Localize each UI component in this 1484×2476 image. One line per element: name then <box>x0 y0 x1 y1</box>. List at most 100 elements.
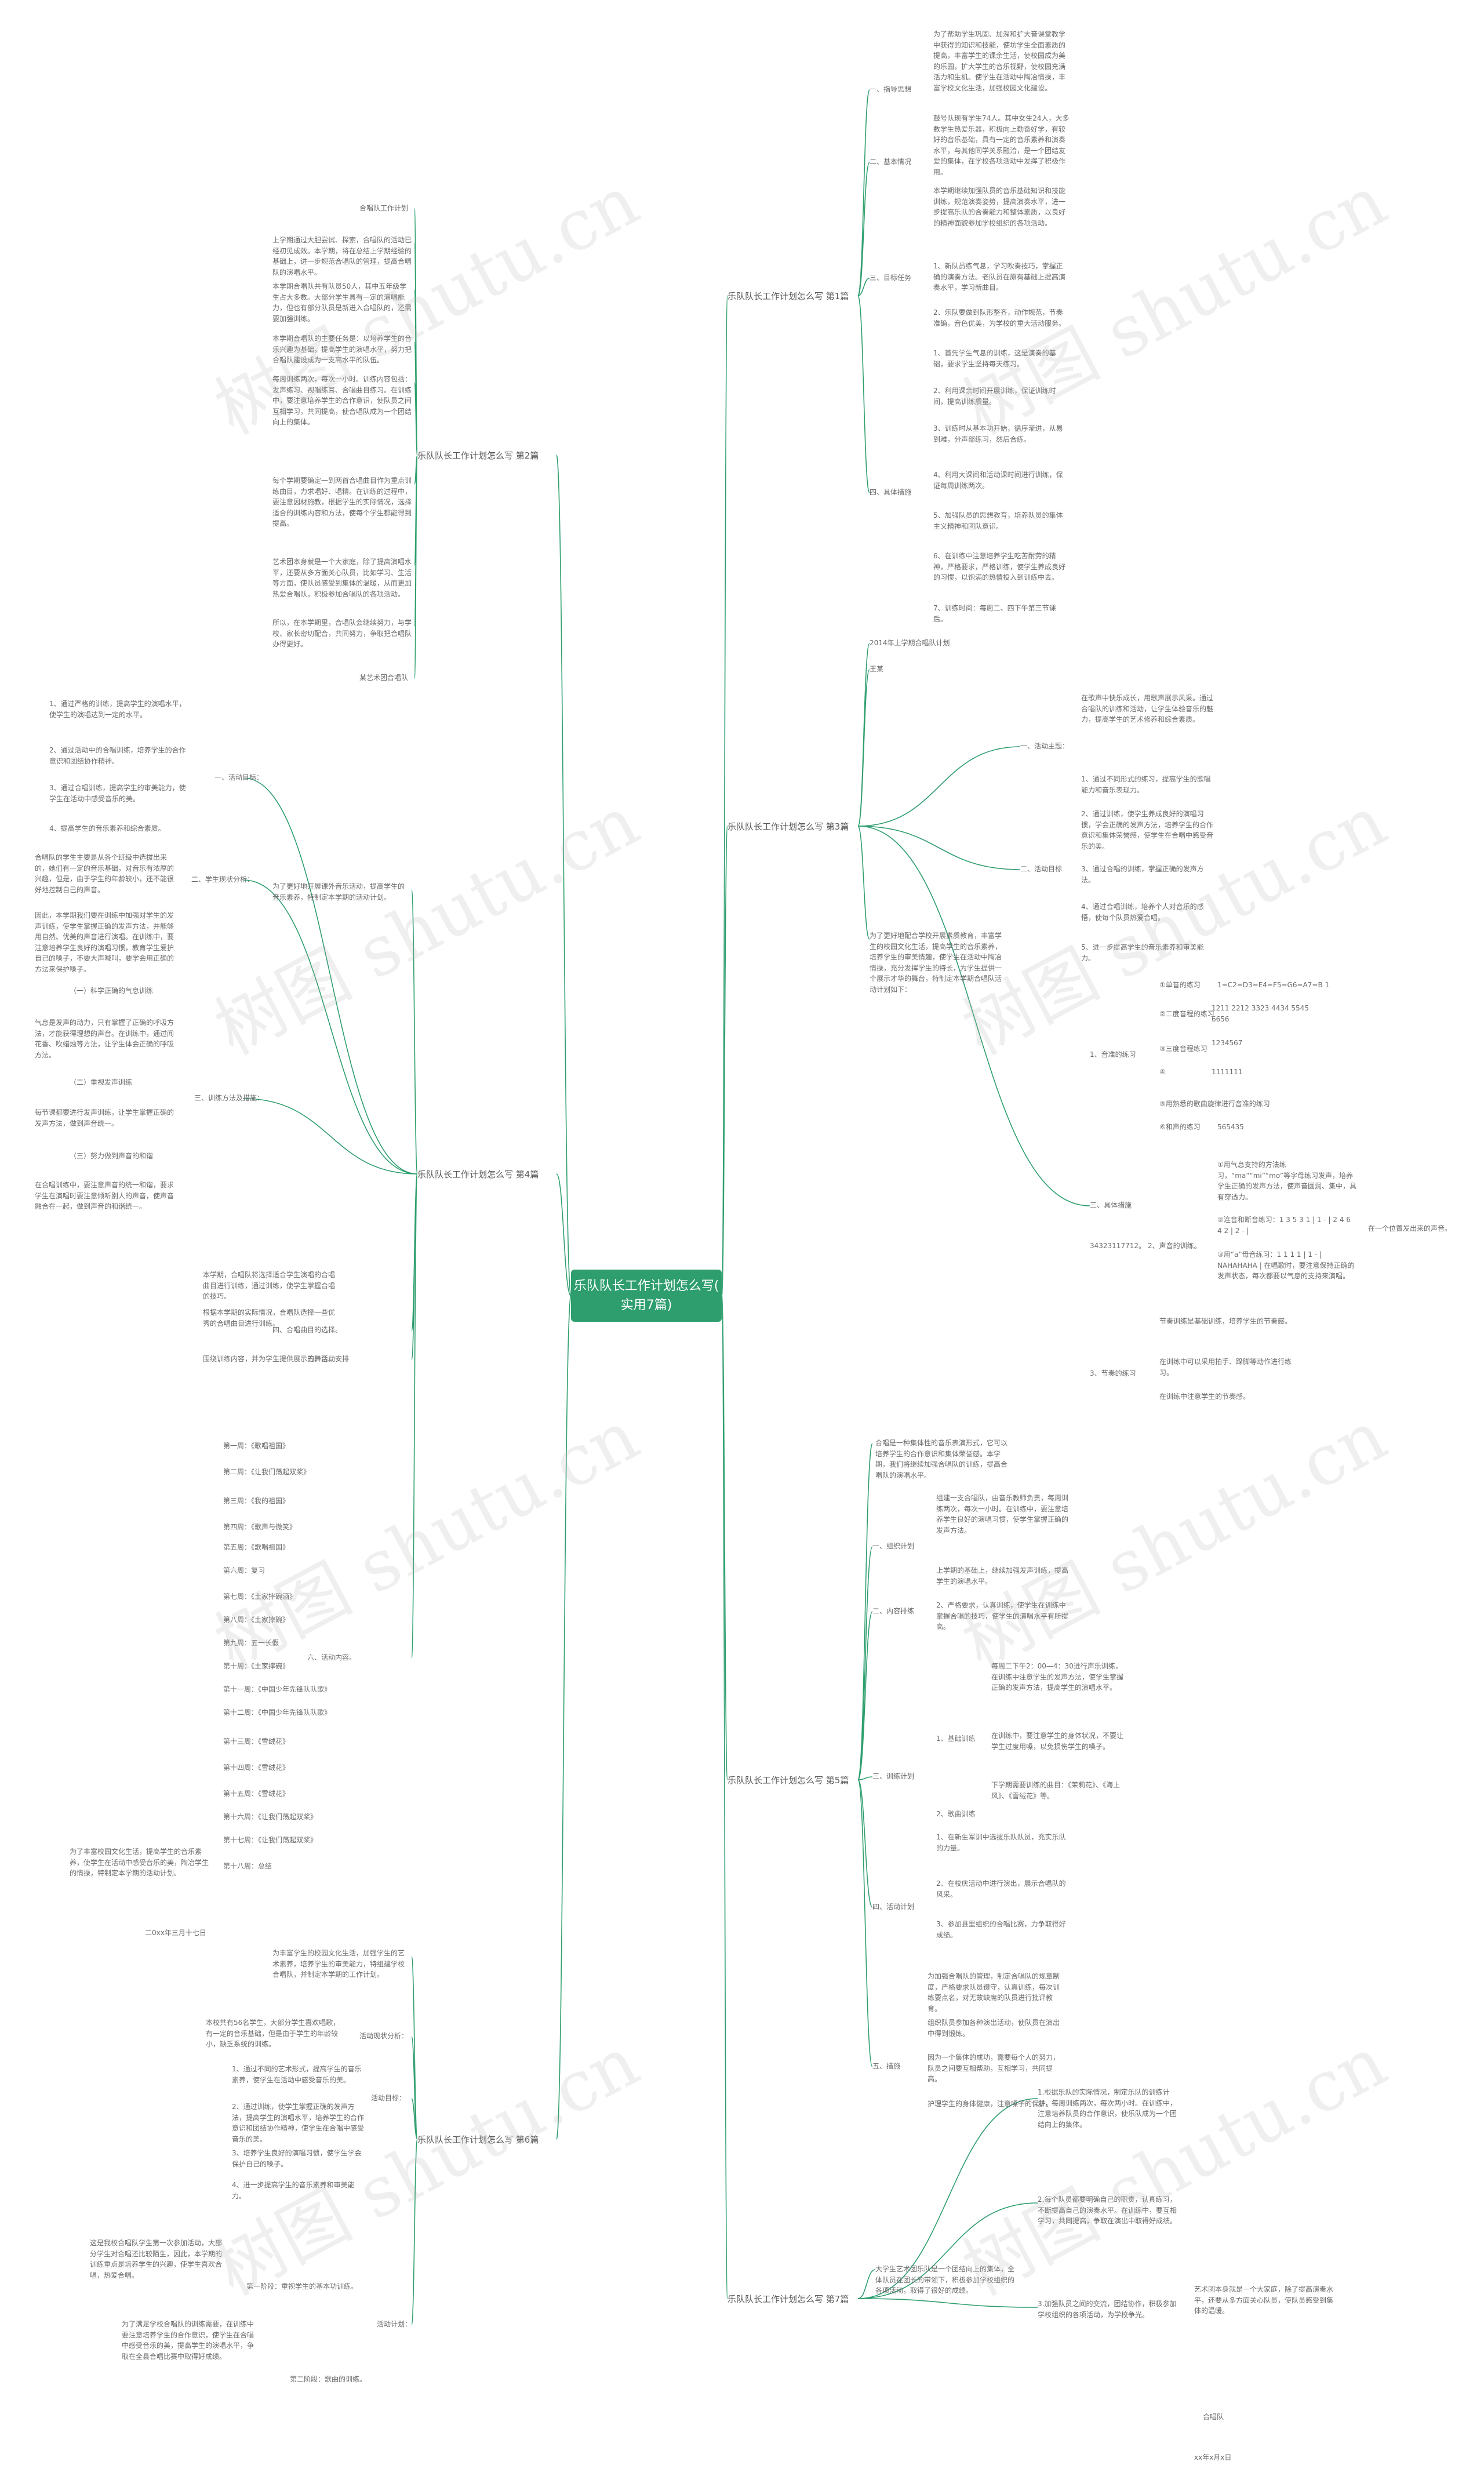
node-b1-sec4_b[interactable]: 2、利用课余时间开展训练，保证训练时间，提高训练质量。 <box>933 387 1056 406</box>
branch-topic-branches-6[interactable]: 乐队队长工作计划怎么写 第7篇 <box>728 2294 849 2304</box>
node-b5-sec4[interactable]: 四、活动计划 <box>872 1903 915 1911</box>
node-b2-t1[interactable]: 上学期通过大胆尝试、探索，合唱队的活动已经初见成效。本学期，将在总结上学期经验的… <box>272 236 412 277</box>
branch-topic-branches-2[interactable]: 乐队队长工作计划怎么写 第3篇 <box>728 821 849 832</box>
node-b7-date[interactable]: xx年x月x日 <box>1194 2453 1232 2462</box>
node-b1-sec2[interactable]: 二、基本情况 <box>870 158 912 166</box>
node-b4-w-17[interactable]: 第十八周：总结 <box>223 1862 272 1870</box>
node-b1-sec3_c[interactable]: 2、乐队要做到队形整齐，动作规范，节奏准确，音色优美，为学校的重大活动服务。 <box>933 308 1066 328</box>
node-b1-sec3_b[interactable]: 1、新队员练气息，学习吹奏技巧，掌握正确的演奏方法。老队员在原有基础上提高演奏水… <box>933 262 1066 292</box>
node-b4-s3_b_t[interactable]: 每节课都要进行发声训练，让学生掌握正确的发声方法，做到声音统一。 <box>35 1108 174 1128</box>
root-topic[interactable]: 乐队队长工作计划怎么写( 实用7篇) <box>571 1270 722 1322</box>
node-b4-w-4[interactable]: 第五周：《歌唱祖国》 <box>223 1543 290 1551</box>
node-b2-t5[interactable]: 每个学期要确定一到两首合唱曲目作为重点训练曲目，力求唱好、唱精。在训练的过程中，… <box>272 477 412 528</box>
node-b4-s1_b[interactable]: 2、通过活动中的合唱训练，培养学生的合作意识和团结协作精神。 <box>49 746 186 765</box>
node-b3-s3_1a[interactable]: ①单音的练习 <box>1159 981 1201 989</box>
node-b4-w-10[interactable]: 第十一周：《中国少年先锋队队歌》 <box>223 1685 332 1693</box>
node-b2-t8[interactable]: 某艺术团合唱队 <box>359 674 409 682</box>
node-b6-sec2[interactable]: 活动目标： <box>371 2094 406 2102</box>
node-b1-sec2_t[interactable]: 鼓号队现有学生74人。其中女生24人，大多数学生热爱乐器，积极向上勤奋好学，有较… <box>933 114 1070 176</box>
node-b1-sec3[interactable]: 三、目标任务 <box>870 274 912 282</box>
node-b6-s2_a[interactable]: 1、通过不同的艺术形式，提高学生的音乐素养，使学生在活动中感受音乐的美。 <box>232 2065 362 2084</box>
node-b4-w-13[interactable]: 第十四周：《雪绒花》 <box>223 1764 290 1772</box>
node-b3-sec3[interactable]: 三、具体措施 <box>1090 1201 1132 1209</box>
node-b4-sec3[interactable]: 三、训练方法及措施： <box>194 1094 264 1102</box>
node-b4-s3_a_t[interactable]: 气息是发声的动力，只有掌握了正确的呼吸方法，才能获得理想的声音。在训练中，通过闻… <box>35 1019 174 1059</box>
branch-topic-branches-1[interactable]: 乐队队长工作计划怎么写 第2篇 <box>417 450 539 461</box>
node-b4-s1_c[interactable]: 3、通过合唱训练，提高学生的审美能力，使学生在活动中感受音乐的美。 <box>49 784 186 803</box>
node-b2-t2[interactable]: 本学期合唱队共有队员50人，其中五年级学生占大多数。大部分学生具有一定的演唱能力… <box>272 282 412 323</box>
node-b5-s5_d[interactable]: 护理学生的身体健康，注意嗓子的保护。 <box>928 2100 1053 2108</box>
node-b4-s5_t[interactable]: 围绕训练内容，并为学生提供展示的舞台。 <box>203 1355 336 1363</box>
node-b3-sec2_a[interactable]: 1、通过不同形式的练习，提高学生的歌唱能力和音乐表现力。 <box>1081 775 1211 794</box>
node-b3-s3_2b_x[interactable]: 在一个位置发出来的声音。 <box>1368 1224 1452 1232</box>
node-b1-sec4_g[interactable]: 7、训练时间：每周二、四下午第三节课后。 <box>933 604 1056 623</box>
node-b5-s2_a[interactable]: 上学期的基础上，继续加强发声训练，提高学生的演唱水平。 <box>936 1566 1069 1586</box>
node-b7-sign[interactable]: 合唱队 <box>1203 2413 1224 2421</box>
node-b4-w-12[interactable]: 第十三周：《雪绒花》 <box>223 1737 290 1746</box>
node-b4-w-14[interactable]: 第十五周：《雪绒花》 <box>223 1790 290 1798</box>
node-b4-s3_b[interactable]: （二）重视发声训练 <box>70 1078 133 1086</box>
node-b2-t7[interactable]: 所以，在本学期里，合唱队会继续努力，与学校、家长密切配合，共同努力，争取把合唱队… <box>272 619 412 649</box>
node-b6-sec1[interactable]: 活动现状分析： <box>359 2032 409 2040</box>
node-b7-t3[interactable]: 3.加强队员之间的交流，团结协作，积极参加学校组织的各项活动，为学校争光。 <box>1038 2300 1177 2319</box>
node-b3-sec1[interactable]: 一、活动主题： <box>1020 742 1070 750</box>
node-b5-s4_a[interactable]: 1、在新生军训中选拔乐队队员，充实乐队的力量。 <box>936 1833 1066 1852</box>
node-b1-sec4_d[interactable]: 4、利用大课间和活动课时间进行训练，保证每周训练两次。 <box>933 471 1063 490</box>
node-b5-s3_1_t[interactable]: 每周二下午2：00—4：30进行声乐训练，在训练中注意学生的发声方法，使学生掌握… <box>991 1662 1124 1692</box>
node-b3-s3_1b_v[interactable]: 1211 2212 3323 4434 5545 6656 <box>1212 1004 1309 1023</box>
node-b3-s3_3b[interactable]: 在训练中可以采用拍手、跺脚等动作进行练习。 <box>1159 1358 1292 1377</box>
node-b5-s3_2_t[interactable]: 下学期需要训练的曲目：《茉莉花》、《海上风》、《雪绒花》等。 <box>991 1781 1121 1800</box>
node-b1-sec1[interactable]: 一、指导思想 <box>870 85 912 93</box>
node-b4-s3_c[interactable]: （三）努力做到声音的和谐 <box>70 1152 154 1160</box>
node-b5-intro[interactable]: 合唱是一种集体性的音乐表演形式，它可以培养学生的合作意识和集体荣誉感。本学期，我… <box>875 1439 1008 1479</box>
node-b3-s3_1e[interactable]: ⑤用熟悉的歌曲旋律进行音准的练习 <box>1159 1100 1270 1108</box>
node-b3-s3_3c[interactable]: 在训练中注意学生的节奏感。 <box>1159 1392 1250 1401</box>
node-b5-s3_1[interactable]: 1、基础训练 <box>936 1735 976 1743</box>
node-b5-s4_c[interactable]: 3、参加县里组织的合唱比赛，力争取得好成绩。 <box>936 1920 1066 1939</box>
node-b4-w-7[interactable]: 第八周：《土家摔碗》 <box>223 1616 290 1624</box>
node-b3-s3_1[interactable]: 1、音准的练习 <box>1090 1050 1136 1059</box>
node-b3-s3_1a_v[interactable]: 1=C2=D3=E4=F5=G6=A7=B 1 <box>1217 981 1330 989</box>
node-b4-s1_d[interactable]: 4、提高学生的音乐素养和综合素质。 <box>49 824 165 832</box>
node-b7-intro[interactable]: 大学生艺术团乐队是一个团结向上的集体，全体队员在团长的带领下，积极参加学校组织的… <box>875 2265 1015 2295</box>
node-b5-sec2[interactable]: 二、内容排练 <box>872 1607 915 1615</box>
node-b6-s3_b_l[interactable]: 第二阶段：歌曲的训练。 <box>290 2375 367 2383</box>
node-b4-s4_t[interactable]: 本学期，合唱队将选择适合学生演唱的合唱曲目进行训练，通过训练，使学生掌握合唱的技… <box>203 1271 336 1301</box>
branch-topic-branches-4[interactable]: 乐队队长工作计划怎么写 第5篇 <box>728 1775 849 1786</box>
node-b4-s2_b[interactable]: 因此，本学期我们要在训练中加强对学生的发声训练，使学生掌握正确的发声方法，并能够… <box>35 911 174 973</box>
node-b6-s2_d[interactable]: 4、进一步提高学生的音乐素养和审美能力。 <box>232 2181 355 2200</box>
node-b4-s6_t[interactable]: 为了丰富校园文化生活，提高学生的音乐素养，使学生在活动中感受音乐的美，陶冶学生的… <box>70 1848 209 1878</box>
node-b6-sec3[interactable]: 活动计划： <box>377 2320 412 2328</box>
node-b3-s3_3[interactable]: 3、节奏的练习 <box>1090 1369 1136 1377</box>
node-b4-s1_a[interactable]: 1、通过严格的训练，提高学生的演唱水平，使学生的演唱达到一定的水平。 <box>49 700 186 719</box>
node-b7-t2[interactable]: 2.每个队员都要明确自己的职责，认真练习，不断提高自己的演奏水平。在训练中，要互… <box>1038 2195 1177 2226</box>
node-b3-s3_2[interactable]: 2、声音的训练。 <box>1148 1242 1201 1250</box>
node-b5-sec1[interactable]: 一、组织计划 <box>872 1542 915 1550</box>
node-b4-sec6[interactable]: 六、活动内容。 <box>307 1653 357 1661</box>
node-b4-s3_c_t[interactable]: 在合唱训练中，要注意声音的统一和谐，要求学生在演唱时要注意倾听别人的声音，使声音… <box>35 1181 174 1211</box>
node-b3-t1[interactable]: 王某 <box>870 665 884 673</box>
node-b6-s2_c[interactable]: 3、培养学生良好的演唱习惯，使学生学会保护自己的嗓子。 <box>232 2149 362 2168</box>
branch-topic-branches-0[interactable]: 乐队队长工作计划怎么写 第1篇 <box>728 291 849 301</box>
node-b4-w-5[interactable]: 第六周：复习 <box>223 1566 265 1575</box>
node-b5-s5_b[interactable]: 组织队员参加各种演出活动，使队员在演出中得到锻炼。 <box>928 2019 1060 2038</box>
node-b3-sec2[interactable]: 二、活动目标 <box>1020 865 1063 873</box>
node-b5-sec3[interactable]: 三、训练计划 <box>872 1772 915 1780</box>
node-b6-s3_b[interactable]: 为了满足学校合唱队的训练需要，在训练中要注意培养学生的合作意识，使学生在合唱中感… <box>122 2320 254 2361</box>
node-b3-s3_2a[interactable]: ①用气息支持的方法练习，“ma”“mi”“mo”等字母练习发声，培养学生正确的发… <box>1217 1161 1357 1201</box>
node-b4-sec2[interactable]: 二、学生现状分析： <box>191 875 254 883</box>
node-b4-sec4[interactable]: 四、合唱曲目的选择。 <box>272 1326 343 1334</box>
node-b3-s3_1f[interactable]: ⑥和声的练习 <box>1159 1123 1201 1131</box>
node-b5-s3_1_t2[interactable]: 在训练中，要注意学生的身体状况，不要让学生过度用嗓，以免损伤学生的嗓子。 <box>991 1732 1124 1751</box>
node-b4-s4_t2[interactable]: 根据本学期的实际情况，合唱队选择一些优秀的合唱曲目进行训练。 <box>203 1308 336 1328</box>
node-b3-t0[interactable]: 2014年上学期合唱队计划 <box>870 639 950 647</box>
node-b4-w-16[interactable]: 第十七周：《让我们荡起双桨》 <box>223 1836 318 1844</box>
node-b6-s1_t[interactable]: 本校共有56名学生，大部分学生喜欢唱歌，有一定的音乐基础，但是由于学生的年龄较小… <box>206 2019 340 2049</box>
node-b3-s3_1d_v[interactable]: 1111111 <box>1212 1068 1243 1076</box>
branch-topic-branches-5[interactable]: 乐队队长工作计划怎么写 第6篇 <box>417 2135 539 2145</box>
node-b3-s3_3a[interactable]: 节奏训练是基础训练，培养学生的节奏感。 <box>1159 1317 1292 1325</box>
node-b4-w-3[interactable]: 第四周：《歌声与微笑》 <box>223 1523 297 1531</box>
node-b3-intro[interactable]: 为了更好地配合学校开展素质教育，丰富学生的校园文化生活，提高学生的音乐素养，培养… <box>870 932 1002 994</box>
node-b4-w-2[interactable]: 第三周：《我的祖国》 <box>223 1497 290 1505</box>
node-b5-s3_2[interactable]: 2、歌曲训练 <box>936 1810 976 1818</box>
